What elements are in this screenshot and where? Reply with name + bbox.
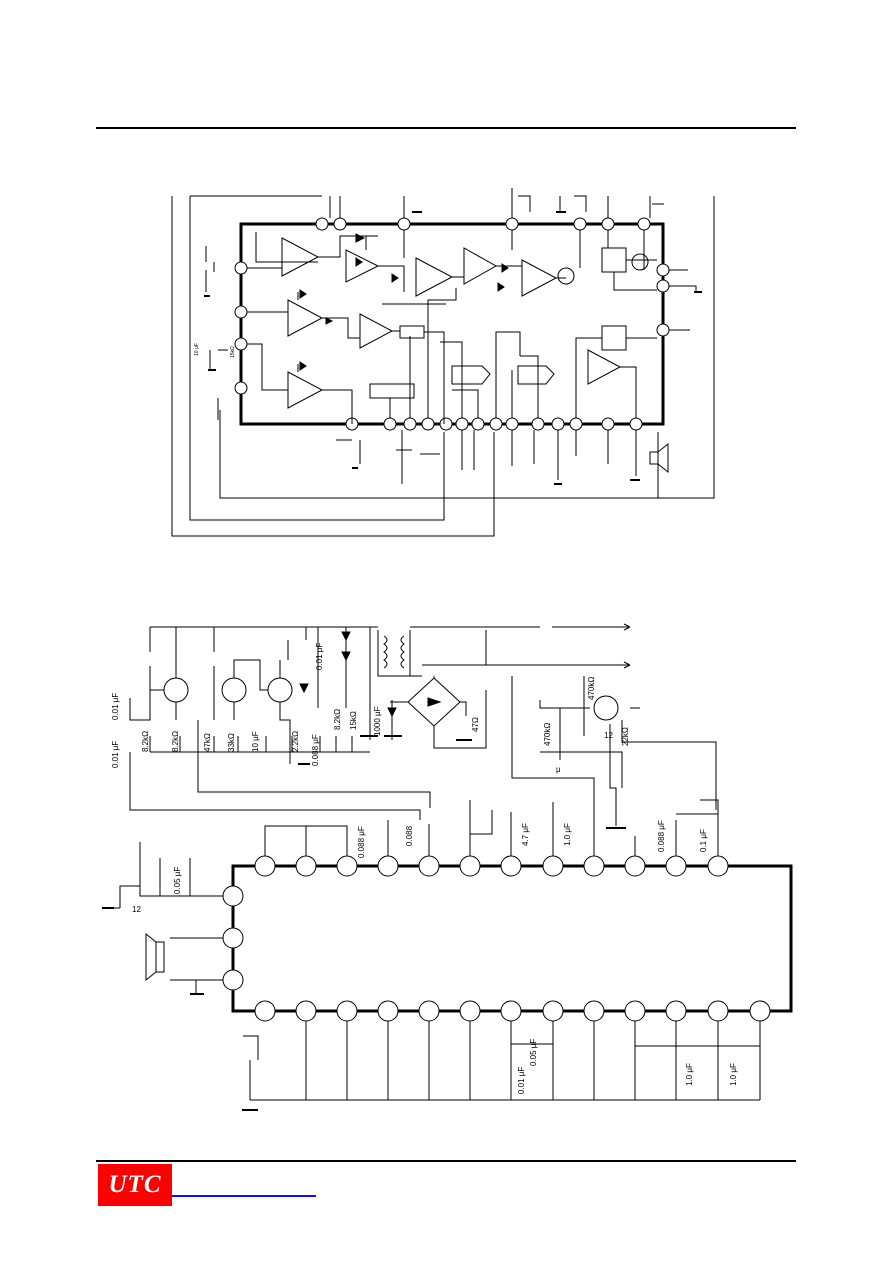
label-c-1-0-a: 1.0 μF [563,823,572,846]
label-c-1-0-c: 1.0 μF [729,1063,738,1086]
top-pins-2 [254,855,729,877]
label-c-0-01-d: 0.01 μF [517,1067,526,1094]
left-pins-2 [222,885,244,991]
label-c-0-088-b: 0.088 [405,825,414,846]
label-15k: 15kΩ [230,346,236,358]
label-r-47k-a: 47kΩ [203,733,212,752]
label-r-15k: 15kΩ [349,711,358,730]
label-10uf: 10 μF [194,343,200,356]
label-r-470k-b: 470kΩ [543,723,552,746]
label-c-0-1: 0.1 μF [699,829,708,852]
application-circuit: 0.01 μF 0.01 μF 8.2kΩ 8.2kΩ 47kΩ 33kΩ 10… [102,623,793,1111]
bottom-pins-2 [254,1000,771,1022]
label-r-22k: 22kΩ [621,727,630,746]
left-pins-1 [234,261,248,395]
label-c-0-05-a: 0.05 μF [173,867,182,894]
ic-body-2 [231,864,793,1013]
footer-rule [96,1160,796,1162]
label-c-0-01-c: 0.01 μF [315,643,324,670]
label-r-12-b: 12 [132,905,141,914]
label-c-0-01-b: 0.01 μF [111,741,120,768]
label-r-2-2k: 2.2kΩ [291,731,300,752]
label-c-4-7: 4.7 μF [521,823,530,846]
label-r-47-a: 47Ω [471,717,480,732]
label-c-1-0-b: 1.0 μF [685,1063,694,1086]
right-pins-1 [656,263,670,337]
utc-logo: UTC [98,1164,172,1206]
label-c-0-01-a: 0.01 μF [111,693,120,720]
ic-body-1 [239,222,665,426]
label-r-8-2k-a: 8.2kΩ [141,731,150,752]
label-c-0-088-d: 0.088 μF [657,820,666,852]
label-mu: μ [556,765,561,774]
header-rule [96,127,796,129]
label-r-12-a: 12 [604,731,613,740]
label-c-0-05-b: 0.05 μF [529,1039,538,1066]
label-c-0-088-c: 0.088 μF [357,826,366,858]
block-diagram: 10 μF 15kΩ [171,188,715,537]
label-c-0-088-a: 0.088 μF [311,734,320,766]
website-link-underline[interactable] [172,1195,316,1197]
label-c-10: 10 μF [251,731,260,752]
label-c-1000: 1000 μF [373,706,382,736]
label-r-33k: 33kΩ [227,733,236,752]
label-r-470k-a: 470kΩ [587,677,596,700]
label-r-8-2k-c: 8.2kΩ [333,709,342,730]
label-r-8-2k-b: 8.2kΩ [171,731,180,752]
top-pins-1 [315,217,651,231]
